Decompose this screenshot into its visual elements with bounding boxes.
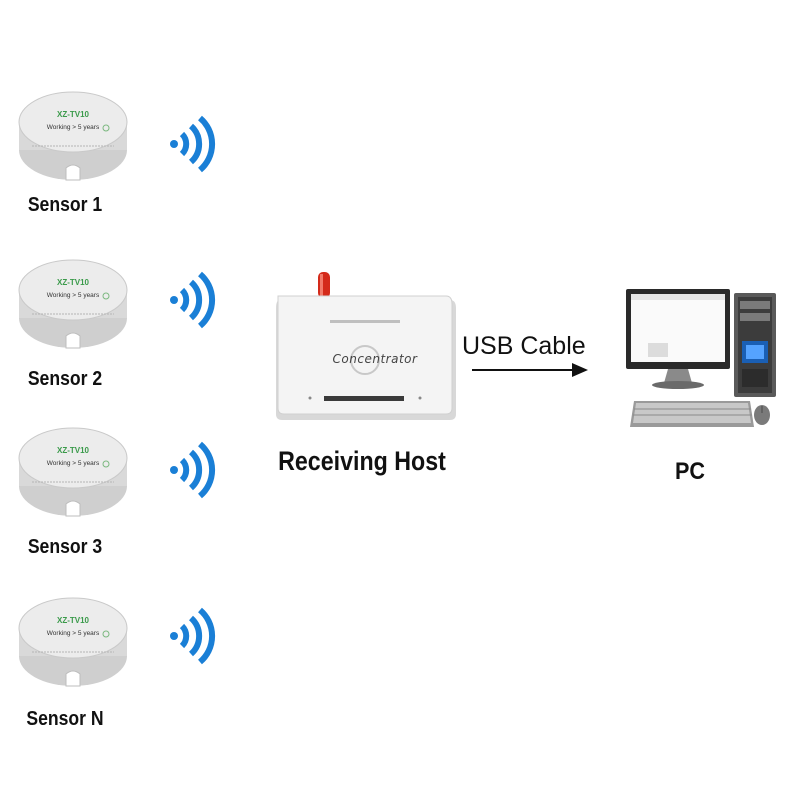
- usb-cable-label: USB Cable: [462, 332, 586, 360]
- sensor-label: Sensor 1: [27, 194, 103, 216]
- pc-device: [620, 285, 780, 435]
- sensor-label: Sensor N: [26, 708, 104, 730]
- sensor-label: Sensor 2: [27, 368, 103, 390]
- sensor-label: Sensor 3: [27, 536, 103, 558]
- sensor-model-label: XZ-TV10: [56, 278, 89, 287]
- sensor-note: Working > 5 years: [46, 630, 100, 637]
- receiving-host-label: Receiving Host: [278, 446, 446, 476]
- sensor-3: XZ-TV10 Working > 5 years: [14, 424, 132, 544]
- sensor-note: Working > 5 years: [46, 292, 100, 299]
- sensor-model-label: XZ-TV10: [56, 446, 89, 455]
- sensor-model-label: XZ-TV10: [56, 110, 89, 119]
- wireless-signal-icon: [170, 441, 216, 499]
- wireless-signal-icon: [170, 271, 216, 329]
- concentrator-icon: [276, 272, 456, 420]
- sensor-device-icon: [18, 259, 128, 349]
- arrow-right-icon: [472, 363, 588, 377]
- sensor-note: Working > 5 years: [46, 460, 100, 467]
- pc-label: PC: [674, 458, 706, 485]
- sensor-model-label: XZ-TV10: [56, 616, 89, 625]
- sensor-note: Working > 5 years: [46, 124, 100, 131]
- sensor-2: XZ-TV10 Working > 5 years: [14, 256, 132, 376]
- concentrator-name: Concentrator: [332, 352, 418, 366]
- desktop-computer-icon: [626, 289, 776, 427]
- wireless-signal-icon: [170, 115, 216, 173]
- sensor-1: XZ-TV10 Working > 5 years: [14, 88, 132, 208]
- wireless-signal-icon: [170, 607, 216, 665]
- sensor-device-icon: [18, 597, 128, 687]
- sensor-n: XZ-TV10 Working > 5 years: [14, 594, 132, 714]
- sensor-device-icon: [18, 427, 128, 517]
- sensor-device-icon: [18, 91, 128, 181]
- concentrator-device: Concentrator: [270, 268, 460, 428]
